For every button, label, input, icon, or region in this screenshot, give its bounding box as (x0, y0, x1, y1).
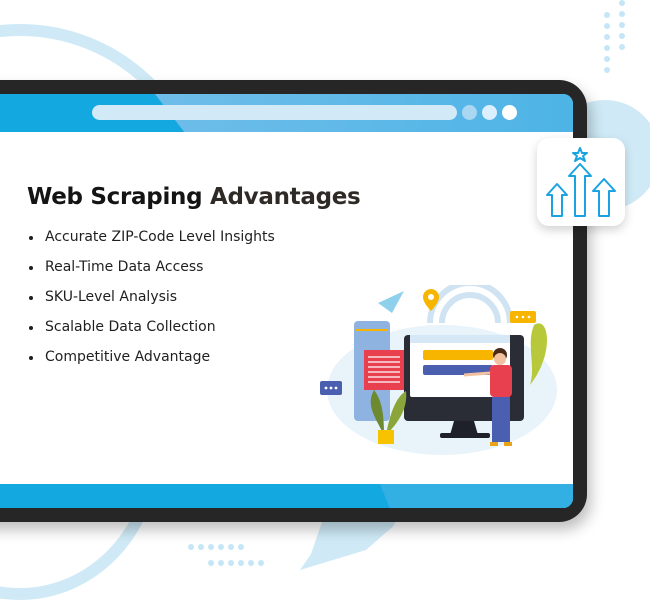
decorative-dots (619, 0, 625, 50)
browser-top-bar (0, 94, 573, 132)
page-title: Web Scraping Advantages (27, 184, 361, 210)
tablet-frame (0, 80, 587, 522)
title-part-2: Advantages (210, 184, 361, 210)
web-dashboard-presenter-illustration (320, 280, 557, 455)
list-item: Scalable Data Collection (27, 317, 275, 347)
window-dot-3 (502, 105, 517, 120)
list-item: SKU-Level Analysis (27, 287, 275, 317)
list-item: Competitive Advantage (27, 347, 275, 377)
growth-badge (537, 138, 625, 226)
window-dot-1 (462, 105, 477, 120)
decorative-dots (188, 544, 244, 550)
address-bar (92, 105, 457, 120)
growth-arrows-star-icon (546, 147, 616, 217)
title-part-1: Web Scraping (27, 184, 203, 210)
window-dot-2 (482, 105, 497, 120)
browser-bottom-bar (0, 484, 573, 508)
tablet-screen (0, 94, 573, 508)
list-item: Real-Time Data Access (27, 257, 275, 287)
decorative-dots (604, 12, 610, 73)
advantages-list: Accurate ZIP-Code Level Insights Real-Ti… (27, 227, 275, 377)
dashboard-illustration (312, 280, 562, 460)
list-item: Accurate ZIP-Code Level Insights (27, 227, 275, 257)
decorative-dots (208, 560, 264, 566)
window-controls (462, 105, 517, 120)
